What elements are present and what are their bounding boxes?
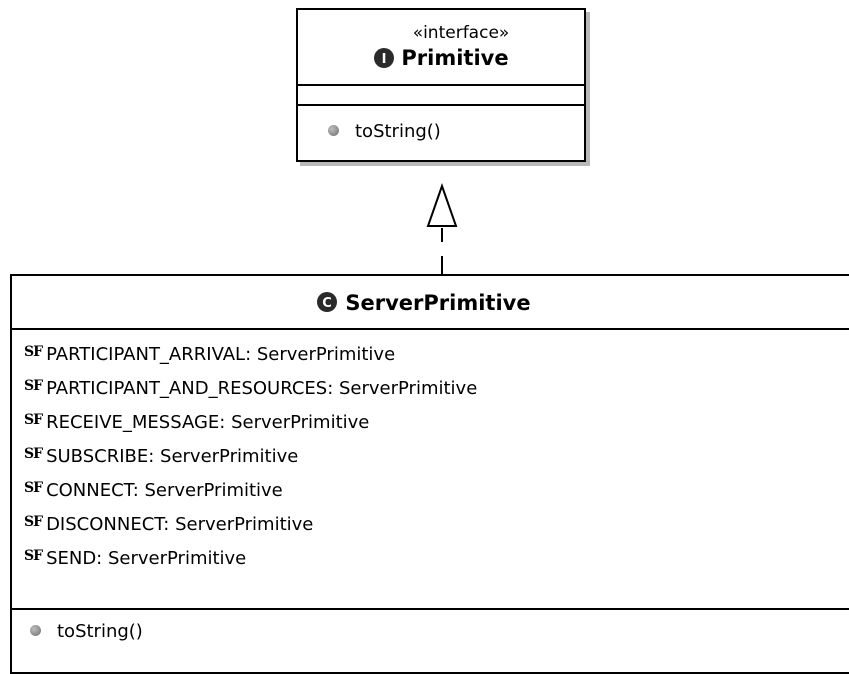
static-final-field-icon: SF	[24, 446, 43, 462]
realization-arrowhead-icon	[426, 182, 458, 227]
attribute-text: RECEIVE_MESSAGE: ServerPrimitive	[46, 412, 370, 433]
class-operation-signature: toString()	[57, 621, 143, 642]
public-method-icon	[30, 625, 41, 636]
interface-badge-letter: I	[382, 52, 387, 67]
class-badge-letter: C	[323, 296, 333, 311]
interface-stereotype: «interface»	[412, 23, 510, 43]
attribute-text: DISCONNECT: ServerPrimitive	[46, 514, 314, 535]
static-final-field-icon: SF	[24, 514, 43, 530]
interface-primitive-box[interactable]: «interface» I Primitive toString()	[296, 8, 586, 162]
static-final-field-icon: SF	[24, 548, 43, 564]
interface-attributes-compartment	[298, 86, 584, 106]
public-method-icon	[328, 125, 339, 136]
class-badge-icon: C	[317, 292, 338, 312]
interface-operations-compartment: toString()	[298, 106, 584, 160]
static-final-field-icon: SF	[24, 480, 43, 496]
interface-name: Primitive	[401, 46, 509, 70]
attribute-text: PARTICIPANT_AND_RESOURCES: ServerPrimiti…	[46, 378, 478, 399]
class-operations-compartment: toString()	[12, 610, 849, 670]
interface-badge-icon: I	[374, 47, 395, 68]
attribute-text: SUBSCRIBE: ServerPrimitive	[46, 446, 299, 467]
static-final-field-icon: SF	[24, 378, 43, 394]
interface-operation-row[interactable]: toString()	[328, 122, 441, 142]
attribute-text: SEND: ServerPrimitive	[46, 548, 247, 569]
static-final-field-icon: SF	[24, 412, 43, 428]
static-final-field-icon: SF	[24, 344, 43, 360]
attribute-text: CONNECT: ServerPrimitive	[46, 480, 283, 501]
attribute-text: PARTICIPANT_ARRIVAL: ServerPrimitive	[46, 344, 396, 365]
interface-name-row: I Primitive	[298, 46, 584, 70]
interface-operation-signature: toString()	[355, 121, 441, 142]
interface-header: «interface» I Primitive	[298, 10, 584, 86]
class-name: ServerPrimitive	[345, 291, 531, 315]
class-header: C ServerPrimitive	[12, 276, 849, 330]
class-operation-row[interactable]: toString()	[30, 622, 143, 642]
